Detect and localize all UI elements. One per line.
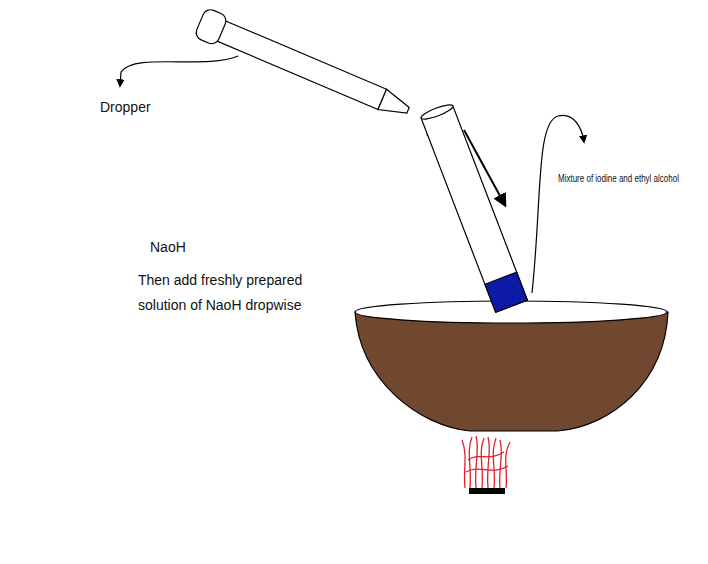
dropper: [194, 7, 415, 125]
water-bath: [355, 312, 668, 431]
flow-arrow: [464, 130, 505, 205]
test-tube: [420, 102, 528, 312]
part-label: Dropper: [100, 98, 151, 116]
flame: [462, 436, 510, 488]
leader-line: [120, 56, 238, 86]
chemical-label: NaoH: [150, 238, 186, 256]
instruction-note: Then add freshly prepared solution of Na…: [138, 268, 323, 318]
burner-base: [469, 488, 505, 494]
part-label: Mixture of iodine and ethyl alcohol: [558, 172, 679, 186]
leader-line: [532, 115, 584, 293]
